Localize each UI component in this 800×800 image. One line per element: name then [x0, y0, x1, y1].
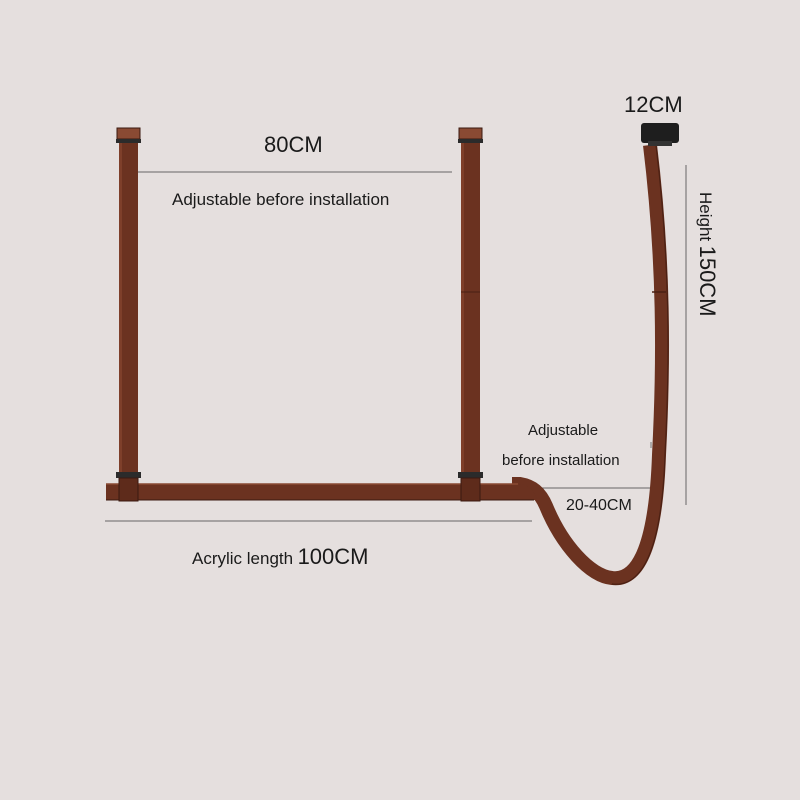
width-value: 80CM [264, 132, 323, 157]
acrylic-value: 100CM [297, 544, 369, 569]
acrylic-label: Acrylic length 100CM [192, 544, 368, 570]
canopy-value: 12CM [624, 92, 683, 117]
cable-strap [512, 144, 670, 586]
left-strap-highlight [119, 131, 122, 501]
left-buckle-bottom [116, 472, 141, 478]
canopy [641, 123, 679, 143]
height-label: Height 150CM [694, 192, 720, 317]
right-strap-highlight [461, 131, 464, 501]
left-strap [119, 131, 138, 501]
right-buckle-bottom [458, 472, 483, 478]
left-bar-loop [118, 477, 139, 502]
right-bar-loop [460, 477, 481, 502]
acrylic-word: Acrylic length [192, 549, 294, 568]
right-strap [461, 131, 480, 501]
adjust-line-2: before installation [502, 452, 620, 469]
cable-strap-edge [611, 144, 669, 585]
left-strap-top [116, 127, 141, 140]
height-value: 150CM [695, 245, 720, 317]
drop-value: 20-40CM [566, 497, 632, 514]
height-word: Height [696, 192, 715, 242]
adjust-line-1: Adjustable [528, 422, 599, 439]
canopy-base [648, 141, 672, 146]
acrylic-bar [106, 484, 537, 500]
right-strap-top [458, 127, 483, 140]
width-note: Adjustable before installation [172, 190, 390, 209]
right-buckle-top [458, 139, 483, 143]
left-buckle-top [116, 139, 141, 143]
